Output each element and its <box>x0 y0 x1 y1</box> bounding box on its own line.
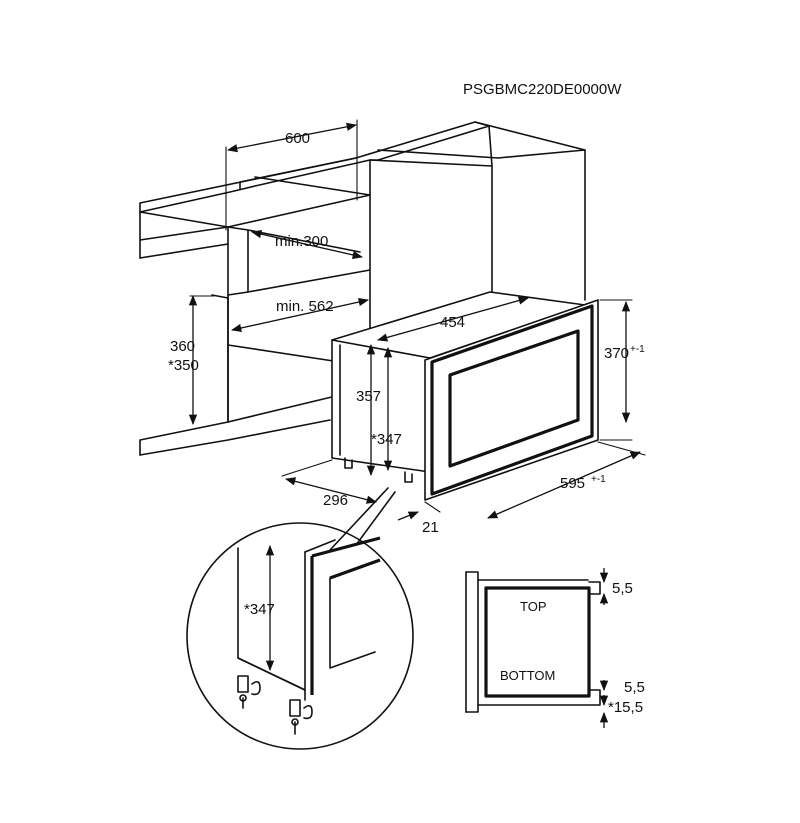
label-347: *347 <box>371 431 402 448</box>
label-21: 21 <box>422 519 439 536</box>
label-454: 454 <box>440 314 465 331</box>
dim-appliance-width <box>376 296 530 342</box>
frame-section <box>465 568 609 728</box>
label-296: 296 <box>323 492 348 509</box>
frame-top-label: TOP <box>520 599 547 614</box>
model-code: PSGBMC220DE0000W <box>463 81 622 98</box>
label-350: *350 <box>168 357 199 374</box>
dim-appliance-depth <box>284 477 378 504</box>
label-min562: min. 562 <box>276 298 334 315</box>
frame-bottom-label: BOTTOM <box>500 668 555 683</box>
detail-circle <box>186 522 414 750</box>
kitchen-cabinets <box>139 121 586 456</box>
label-370-tolerance: +-1 <box>630 344 645 355</box>
label-360: 360 <box>170 338 195 355</box>
dim-cabinet-depth <box>225 119 358 231</box>
dim-frame-width <box>487 451 641 519</box>
label-595-tolerance: +-1 <box>591 474 606 485</box>
label-600: 600 <box>285 130 310 147</box>
dim-min300 <box>250 230 364 259</box>
label-595: 595 <box>560 475 585 492</box>
label-bottom-offset: *15,5 <box>608 699 643 716</box>
label-min300: min.300 <box>275 233 328 250</box>
dim-min562 <box>230 297 370 333</box>
label-370: 370 <box>604 345 629 362</box>
label-top-gap: 5,5 <box>612 580 633 597</box>
label-detail-347: *347 <box>244 601 275 618</box>
label-357: 357 <box>356 388 381 405</box>
dim-frame-offset <box>397 511 419 521</box>
label-bottom-gap: 5,5 <box>624 679 645 696</box>
